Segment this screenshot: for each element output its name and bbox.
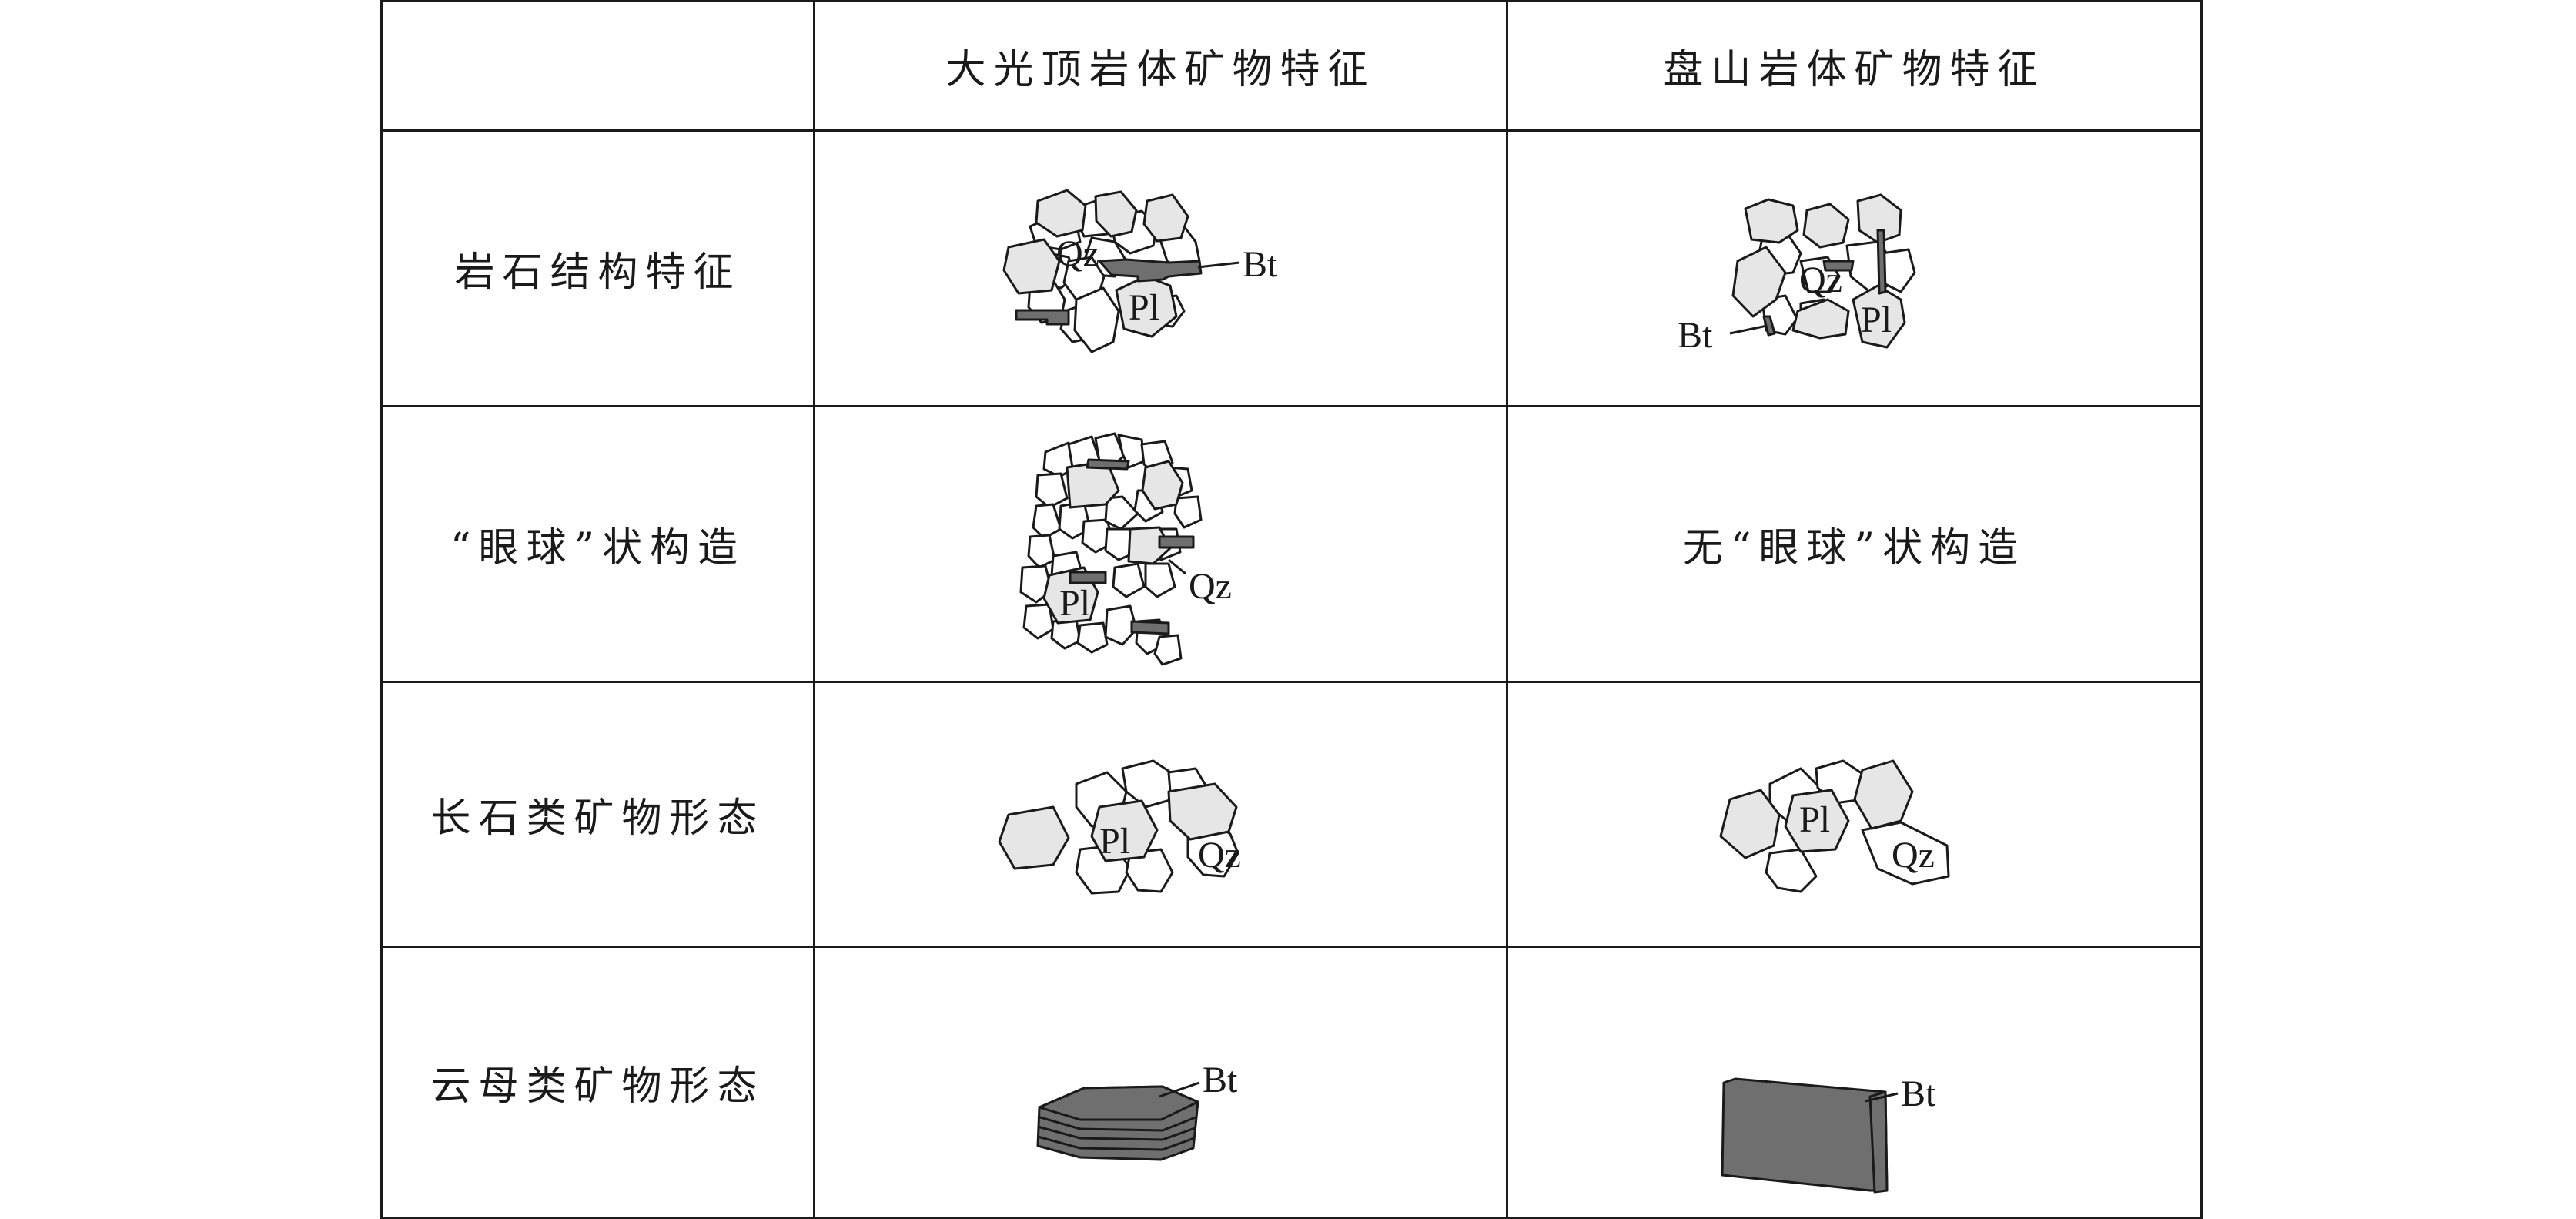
header-row: 大光顶岩体矿物特征 盘山岩体矿物特征 bbox=[380, 0, 2203, 132]
cell-daguangding-augen: Qz Pl bbox=[813, 405, 1508, 683]
mica-diagram-daguangding: Bt bbox=[1036, 1060, 1238, 1160]
cell-daguangding-mica: Bt bbox=[813, 946, 1508, 1219]
label-pl-texture-ps: Pl bbox=[1861, 300, 1892, 340]
row-label-feldspar-morphology: 长石类矿物形态 bbox=[380, 681, 815, 948]
corner-cell bbox=[380, 0, 815, 132]
header-daguangding: 大光顶岩体矿物特征 bbox=[813, 0, 1508, 132]
cell-panshan-augen: 无“眼球”状构造 bbox=[1506, 405, 2203, 683]
cell-panshan-feldspar: Pl Qz bbox=[1506, 681, 2203, 948]
cell-panshan-texture: Bt Qz Pl bbox=[1506, 129, 2203, 407]
feldspar-diagram-panshan: Pl Qz bbox=[1719, 759, 1949, 892]
texture-diagram-panshan: Bt Qz Pl bbox=[1678, 193, 1915, 356]
label-qz-feldspar-dgd: Qz bbox=[1198, 835, 1241, 876]
feldspar-diagram-daguangding: Pl Qz bbox=[998, 759, 1241, 894]
cell-daguangding-feldspar: Pl Qz bbox=[813, 681, 1508, 948]
cell-daguangding-texture: Bt Qz Pl bbox=[813, 129, 1508, 407]
cell-panshan-mica: Bt bbox=[1506, 946, 2203, 1219]
label-pl-feldspar-ps: Pl bbox=[1799, 799, 1830, 840]
row-label-mica-morphology: 云母类矿物形态 bbox=[380, 946, 815, 1219]
label-bt-mica-ps: Bt bbox=[1901, 1073, 1936, 1114]
mineral-comparison-table: 大光顶岩体矿物特征 盘山岩体矿物特征 岩石结构特征 bbox=[380, 0, 2203, 1219]
row-label-augen-structure: “眼球”状构造 bbox=[380, 405, 815, 683]
row-rock-texture: 岩石结构特征 Bt bbox=[380, 129, 2203, 407]
row-mica-morphology: 云母类矿物形态 Bt Bt bbox=[380, 946, 2203, 1219]
label-pl-feldspar-dgd: Pl bbox=[1099, 821, 1130, 862]
label-bt-texture-ps: Bt bbox=[1678, 315, 1713, 356]
augen-diagram-daguangding: Qz Pl bbox=[1019, 432, 1232, 665]
mica-diagram-panshan: Bt bbox=[1721, 1073, 1936, 1193]
row-feldspar-morphology: 长石类矿物形态 Pl Qz bbox=[380, 681, 2203, 948]
label-pl-texture-dgd: Pl bbox=[1129, 287, 1159, 328]
label-qz-feldspar-ps: Qz bbox=[1892, 835, 1935, 876]
label-pl-augen-dgd: Pl bbox=[1059, 583, 1090, 624]
label-bt-texture-dgd: Bt bbox=[1243, 244, 1278, 285]
row-augen-structure: “眼球”状构造 bbox=[380, 405, 2203, 683]
row-label-rock-texture: 岩石结构特征 bbox=[380, 129, 815, 407]
texture-diagram-daguangding: Bt Qz Pl bbox=[1002, 189, 1278, 353]
label-qz-texture-ps: Qz bbox=[1799, 260, 1842, 300]
label-qz-augen-dgd: Qz bbox=[1189, 566, 1232, 607]
label-bt-mica-dgd: Bt bbox=[1203, 1060, 1238, 1100]
label-qz-texture-dgd: Qz bbox=[1056, 233, 1099, 274]
header-panshan: 盘山岩体矿物特征 bbox=[1506, 0, 2203, 132]
